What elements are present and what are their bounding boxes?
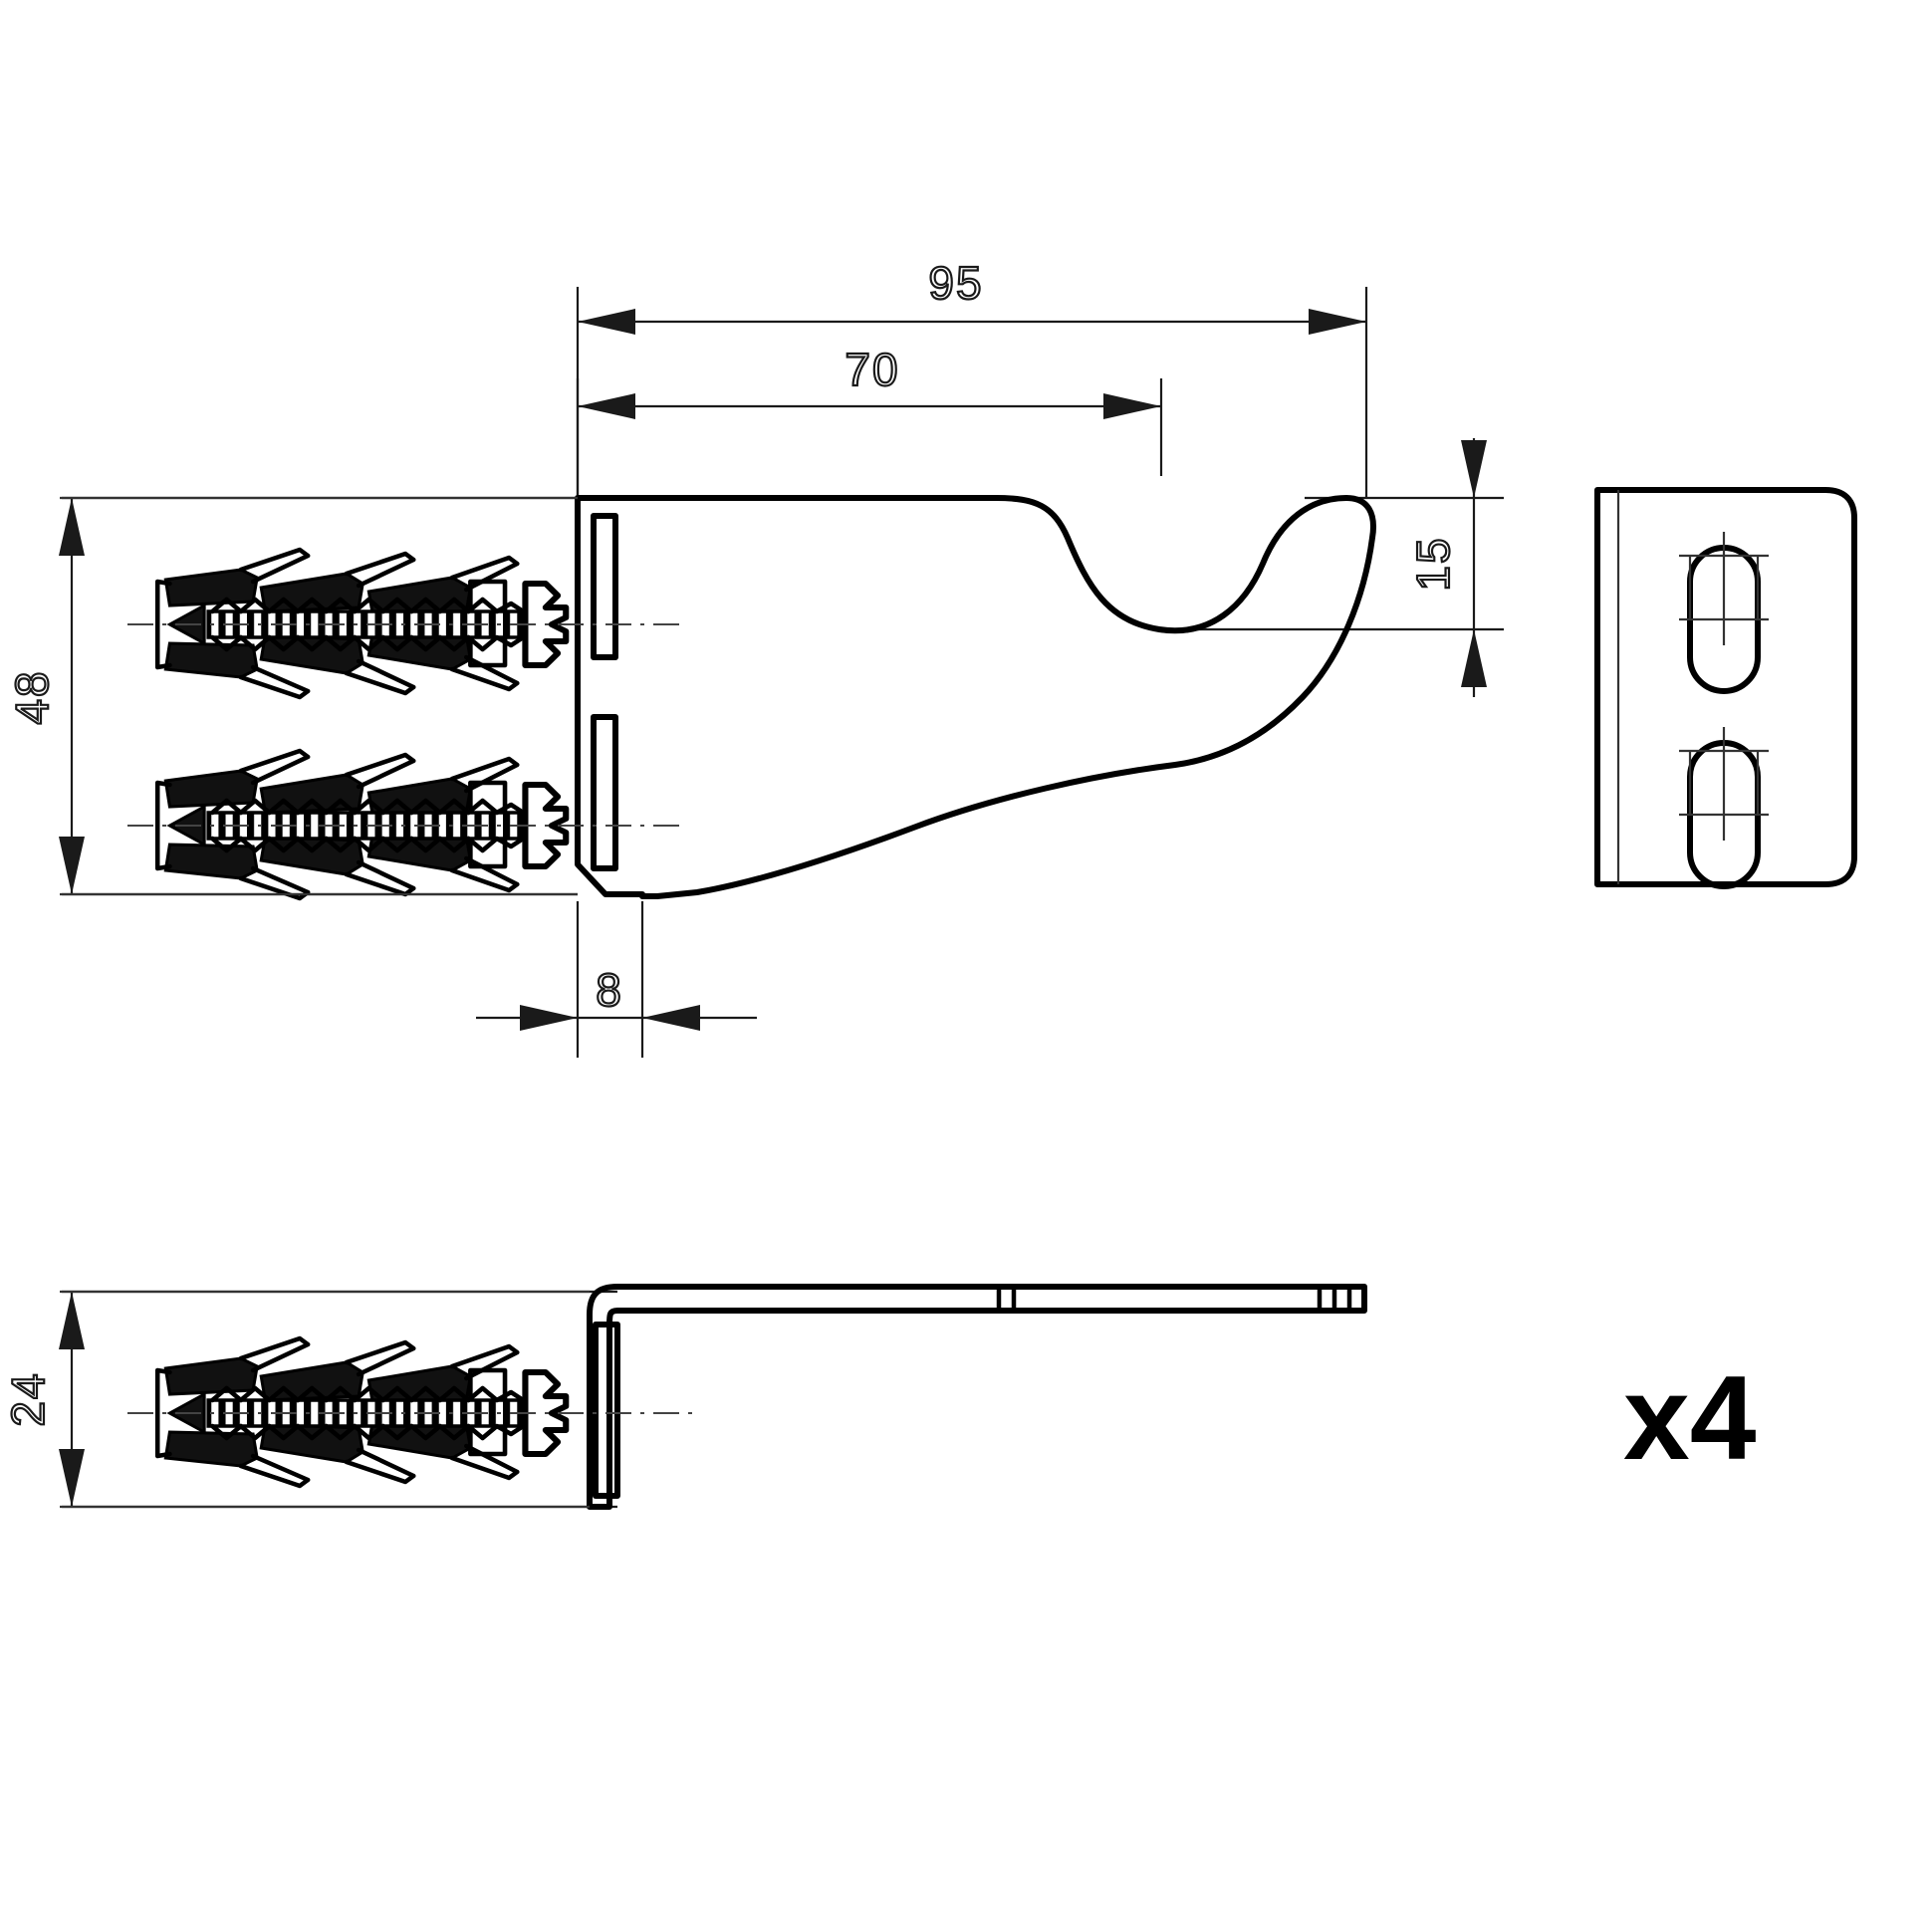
top-view: 24 (1, 1284, 1367, 1510)
wall-plate-ribs (591, 513, 618, 871)
plate-slot-lower (1679, 727, 1769, 889)
dimension-15: 15 (1155, 438, 1504, 697)
dimension-70: 70 (576, 343, 1163, 510)
dimension-95-label: 95 (928, 257, 983, 309)
bracket-profile (575, 495, 1376, 899)
dimension-8-label: 8 (596, 964, 623, 1016)
front-elevation-view: 95 70 48 (5, 256, 1504, 1058)
wall-anchor-upper (157, 550, 566, 697)
dimension-8: 8 (476, 901, 757, 1058)
dimension-48-label: 48 (6, 669, 58, 724)
quantity-label: x4 (1623, 1351, 1757, 1485)
plate-slot-upper (1679, 532, 1769, 694)
wall-anchor-plan (157, 1338, 566, 1486)
plate-rib-plan (593, 1322, 620, 1499)
wall-plate-view (1594, 487, 1857, 889)
dimension-95: 95 (576, 256, 1368, 510)
dimension-70-label: 70 (845, 344, 899, 395)
dimension-24-label: 24 (2, 1371, 54, 1426)
wall-anchor-lower (157, 751, 566, 898)
bracket-arm-plan (587, 1284, 1367, 1510)
dimension-15-label: 15 (1407, 536, 1459, 591)
